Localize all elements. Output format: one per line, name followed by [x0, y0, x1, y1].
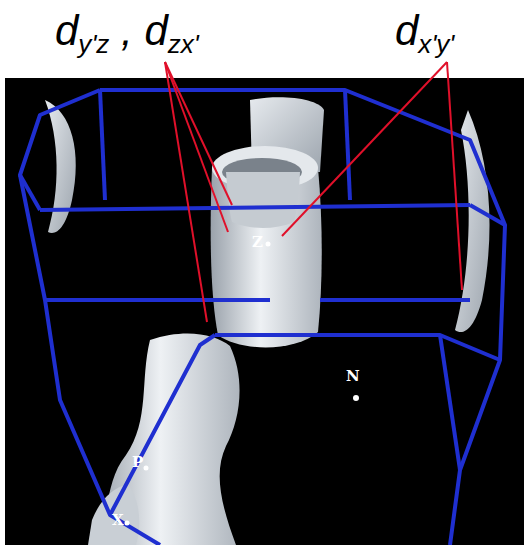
symmetry-point-label: Z	[252, 234, 263, 251]
black-background	[5, 78, 524, 545]
symmetry-point-label: N	[346, 368, 360, 385]
leader-lines	[165, 62, 462, 322]
orbital-label: dy'z , dzx'	[55, 8, 199, 54]
symmetry-point-label: P	[132, 454, 143, 471]
symmetry-point-dots	[125, 242, 360, 526]
symmetry-point-label: X	[112, 512, 124, 529]
brillouin-zone-wireframe	[20, 90, 505, 545]
orbital-label: dx'y'	[395, 8, 454, 54]
fermi-sheets	[45, 97, 490, 545]
